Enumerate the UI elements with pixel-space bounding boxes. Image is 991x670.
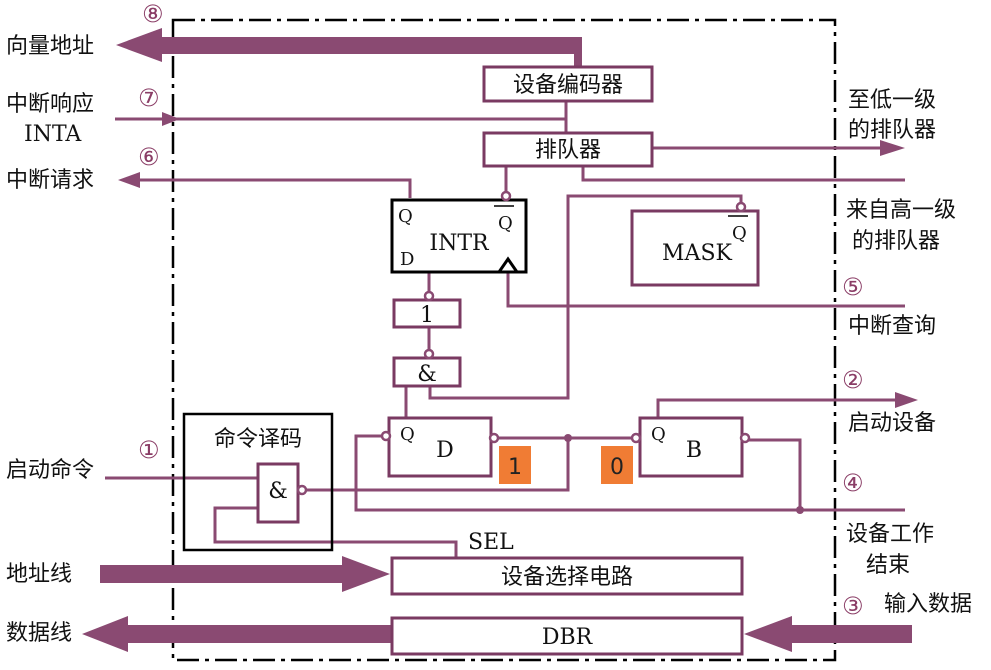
marker-3: ③ (842, 592, 864, 620)
intr-d-label: D (400, 249, 414, 270)
intr-box (390, 198, 528, 274)
d-flipflop-box (387, 416, 493, 478)
inta-label: INTA (24, 122, 82, 147)
wire-arrowheads (118, 112, 918, 408)
queue-box (482, 131, 654, 168)
device-select-box (390, 556, 744, 596)
signal-wires (105, 101, 905, 560)
input-data-arrow (744, 616, 912, 652)
marker-2: ② (842, 366, 864, 394)
b-state-label: 0 (610, 455, 624, 480)
d-flipflop-label: D (436, 438, 454, 463)
mask-label: MASK (662, 241, 732, 266)
vector-address-label: 向量地址 (6, 34, 94, 59)
b-flipflop-label: B (686, 438, 702, 463)
int-ack-label: 中断响应 (6, 92, 94, 117)
mask-qbar-label: Q (732, 223, 747, 244)
device-done-label-1: 设备工作 (846, 522, 934, 547)
device-encoder-box (482, 65, 654, 103)
intr-qbar-label: Q (498, 213, 513, 234)
intr-clock-mark (497, 256, 519, 273)
cmd-and-gate-box (256, 462, 300, 524)
mask-box (630, 209, 760, 287)
int-query-label: 中断查询 (848, 314, 936, 339)
d-state-label: 1 (508, 455, 522, 480)
marker-7: ⑦ (138, 84, 160, 112)
to-lower-label-1: 至低一级 (848, 88, 936, 113)
and-gate-box (392, 356, 462, 388)
d-flipflop-q-label: Q (400, 424, 415, 445)
start-device-label: 启动设备 (848, 411, 936, 436)
b-flipflop-box (638, 416, 744, 478)
marker-1: ① (138, 436, 160, 464)
sel-label: SEL (468, 530, 514, 555)
dbr-label: DBR (542, 625, 594, 650)
cmd-and-label: & (268, 479, 288, 504)
device-done-label-2: 结束 (866, 553, 910, 578)
encoder-label: 设备编码器 (513, 73, 623, 98)
interface-frame (171, 18, 837, 662)
device-select-label: 设备选择电路 (501, 565, 633, 590)
b-state-marker (601, 446, 633, 484)
address-bus-label: 地址线 (6, 562, 72, 587)
cmd-decode-box (182, 412, 334, 552)
vector-address-bus (116, 28, 582, 69)
address-bus-arrow (100, 556, 390, 592)
marker-6: ⑥ (138, 143, 160, 171)
marker-4: ④ (842, 469, 864, 497)
d-state-marker (499, 446, 531, 484)
overbars (494, 205, 748, 217)
data-bus-arrow-left (82, 616, 392, 652)
start-cmd-label: 启动命令 (6, 458, 94, 483)
dbr-box (390, 616, 744, 656)
not-gate-label: 1 (420, 303, 434, 328)
intr-label: INTR (429, 231, 490, 256)
to-lower-label-2: 的排队器 (848, 118, 936, 143)
data-bus-label: 数据线 (6, 621, 72, 646)
and-gate-label: & (417, 362, 437, 387)
inversion-bubbles (296, 190, 751, 496)
junction-dots (564, 434, 804, 514)
intr-q-label: Q (398, 206, 413, 227)
int-request-label: 中断请求 (6, 168, 94, 193)
marker-5: ⑤ (842, 273, 864, 301)
queue-label: 排队器 (535, 138, 601, 163)
from-higher-label-1: 来自高一级 (846, 198, 956, 223)
marker-8: ⑧ (142, 0, 164, 28)
b-flipflop-q-label: Q (651, 424, 666, 445)
from-higher-label-2: 的排队器 (852, 229, 940, 254)
cmd-decode-label: 命令译码 (214, 427, 302, 452)
input-data-label: 输入数据 (884, 592, 972, 617)
